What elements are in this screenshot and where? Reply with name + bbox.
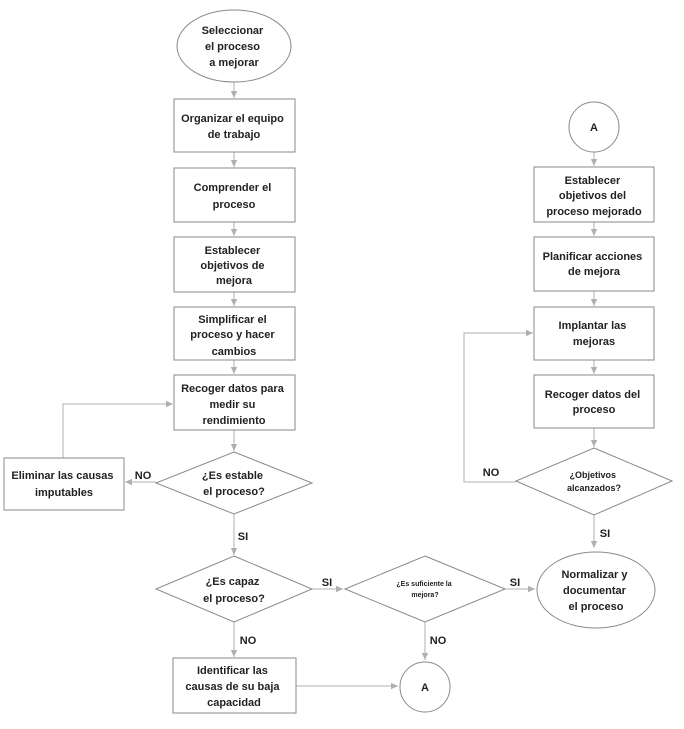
node-label: Implantar las mejoras: [559, 320, 630, 348]
node-shape: [173, 374, 296, 431]
node-label: Seleccionar el proceso a mejorar: [202, 25, 267, 69]
node-organizar: Organizar el equipo de trabajo: [173, 98, 296, 153]
node-estable-decision: ¿Es estable el proceso?: [154, 451, 314, 515]
node-shape: [533, 166, 655, 223]
edge-labels: NO SI SI NO SI NO NO SI: [135, 467, 610, 647]
node-capaz-decision: ¿Es capaz el proceso?: [154, 555, 314, 623]
node-label: ¿Objetivos alcanzados?: [567, 470, 621, 493]
node-shape: [154, 451, 314, 515]
node-seleccionar: Seleccionar el proceso a mejorar: [176, 9, 292, 83]
edge-label-estable-no: NO: [135, 470, 152, 482]
node-shape: [154, 555, 314, 623]
edge-eliminar-recoger: [62, 400, 173, 458]
node-label: Normalizar y documentar el proceso: [561, 569, 630, 613]
edge-label-objetivos-no: NO: [483, 467, 500, 479]
node-eliminar-causas: Eliminar las causas imputables: [3, 457, 125, 511]
node-recoger-datos-rendimiento: Recoger datos para medir su rendimiento: [173, 374, 296, 431]
node-shape: [533, 374, 655, 429]
edge-label-suficiente-si: SI: [510, 577, 520, 589]
node-shape: [399, 661, 451, 713]
node-label: Establecer objetivos del proceso mejorad…: [546, 175, 642, 218]
node-connector-a-bottom: A: [399, 661, 451, 713]
node-identificar-causas: Identificar las causas de su baja capaci…: [172, 657, 297, 714]
node-establecer-objetivos-mejora: Establecer objetivos de mejora: [173, 236, 296, 293]
node-objetivos-decision: ¿Objetivos alcanzados?: [514, 447, 674, 516]
edge-label-capaz-no: NO: [240, 635, 257, 647]
edge-label-capaz-si: SI: [322, 577, 332, 589]
node-simplificar: Simplificar el proceso y hacer cambios: [173, 306, 296, 361]
node-connector-a-top: A: [568, 101, 620, 153]
node-comprender: Comprender el proceso: [173, 167, 296, 223]
node-shape: [173, 306, 296, 361]
node-normalizar: Normalizar y documentar el proceso: [536, 551, 656, 629]
node-shape: [3, 457, 125, 511]
node-shape: [536, 551, 656, 629]
node-shape: [173, 167, 296, 223]
node-label: Establecer objetivos de mejora: [200, 245, 267, 287]
node-establecer-objetivos-proceso-mejorado: Establecer objetivos del proceso mejorad…: [533, 166, 655, 223]
node-planificar-acciones: Planificar acciones de mejora: [533, 236, 655, 292]
edge-label-estable-si: SI: [238, 531, 248, 543]
node-recoger-datos-proceso: Recoger datos del proceso: [533, 374, 655, 429]
edge-label-objetivos-si: SI: [600, 528, 610, 540]
node-label: Recoger datos del proceso: [545, 389, 643, 416]
node-label: Comprender el proceso: [194, 182, 275, 211]
node-shape: [568, 101, 620, 153]
node-label: Identificar las causas de su baja capaci…: [185, 665, 282, 709]
node-label: A: [421, 682, 429, 694]
node-label: A: [590, 122, 598, 134]
node-shape: [343, 555, 507, 623]
node-label: ¿Es estable el proceso?: [202, 470, 266, 498]
node-implantar-mejoras: Implantar las mejoras: [533, 306, 655, 361]
node-label: ¿Es capaz el proceso?: [203, 576, 265, 605]
node-shape: [173, 236, 296, 293]
edge-objetivos-implantar: [463, 329, 533, 483]
node-label: ¿Es suficiente la mejora?: [396, 581, 453, 599]
node-shape: [533, 236, 655, 292]
node-shape: [514, 447, 674, 516]
node-shape: [176, 9, 292, 83]
node-label: Organizar el equipo de trabajo: [181, 113, 287, 141]
edge-label-suficiente-no: NO: [430, 635, 447, 647]
node-shape: [533, 306, 655, 361]
node-label: Planificar acciones de mejora: [543, 251, 646, 278]
node-suficiente-decision: ¿Es suficiente la mejora?: [343, 555, 507, 623]
node-shape: [172, 657, 297, 714]
edges: [62, 82, 598, 690]
node-label: Recoger datos para medir su rendimiento: [181, 383, 287, 427]
node-shape: [173, 98, 296, 153]
node-label: Simplificar el proceso y hacer cambios: [190, 314, 277, 358]
node-label: Eliminar las causas imputables: [11, 470, 116, 499]
